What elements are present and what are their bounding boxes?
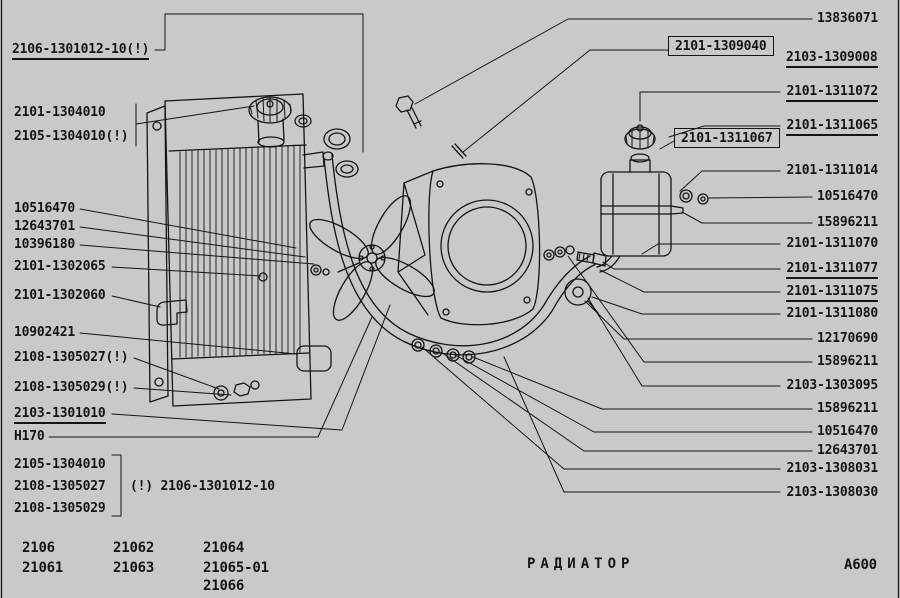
part-label: 12643701 xyxy=(14,219,76,234)
radiator-drawing xyxy=(146,93,359,407)
variant-part-label: 2108-1305029 xyxy=(14,501,106,516)
variant-part-label: 2108-1305027 xyxy=(14,479,106,494)
part-label: 10902421 xyxy=(14,325,76,340)
model-number: 21061 xyxy=(22,560,64,576)
stud-drawing xyxy=(451,143,467,159)
part-label: 2101-1311077 xyxy=(786,261,878,279)
page-caption: РАДИАТОР xyxy=(527,556,635,572)
part-label: 15896211 xyxy=(816,215,878,230)
model-number: 21062 xyxy=(113,540,155,556)
expansion-tank-cap-drawing xyxy=(624,124,656,150)
part-label: 10396180 xyxy=(14,237,76,252)
model-number: 21066 xyxy=(203,578,245,594)
part-label: 2101-1302060 xyxy=(14,288,106,303)
part-label: 2105-1304010(!) xyxy=(14,129,129,144)
part-label: 15896211 xyxy=(816,401,878,416)
model-number: 2106 xyxy=(22,540,55,556)
part-label: 2108-1305027(!) xyxy=(14,350,129,365)
part-label: 2101-1311065 xyxy=(786,118,878,136)
model-number: 21063 xyxy=(113,560,155,576)
part-label: 2103-1308030 xyxy=(786,485,878,500)
part-label: 2101-1311014 xyxy=(786,163,878,178)
part-label: 2106-1301012-10(!) xyxy=(12,42,149,60)
variant-part-label: 2105-1304010 xyxy=(14,457,106,472)
mounting-bracket-drawing xyxy=(156,299,188,326)
radiator-cap-drawing xyxy=(248,96,292,148)
part-label: 2108-1305029(!) xyxy=(14,380,129,395)
part-label: 2101-1311075 xyxy=(786,284,878,302)
part-label: 10516470 xyxy=(816,189,878,204)
model-number: 21064 xyxy=(203,540,245,556)
part-label-boxed: 2101-1311067 xyxy=(674,128,780,148)
hose-drawing xyxy=(322,151,597,364)
part-label: 2101-1304010 xyxy=(14,105,106,120)
hose-clamps-drawing xyxy=(411,338,476,364)
shroud-drawing xyxy=(397,143,541,326)
variant-note: (!) 2106-1301012-10 xyxy=(130,479,275,494)
part-label: 12643701 xyxy=(816,443,878,458)
leader-lines xyxy=(48,13,813,517)
part-label: 2103-1309008 xyxy=(786,50,878,68)
pad-drawing xyxy=(296,345,332,372)
part-label-boxed: 2101-1309040 xyxy=(668,36,774,56)
part-label: 2101-1311070 xyxy=(786,236,878,251)
part-label: 2103-1301010 xyxy=(14,406,106,424)
part-label: 10516470 xyxy=(816,424,878,439)
part-label: 2103-1303095 xyxy=(786,378,878,393)
part-label: 2103-1308031 xyxy=(786,461,878,476)
page-code: А600 xyxy=(844,557,877,573)
part-label: Н170 xyxy=(14,429,45,444)
part-label: 2101-1311080 xyxy=(786,306,878,321)
part-label: 2101-1311072 xyxy=(786,84,878,102)
bolt-drawing xyxy=(395,95,422,129)
expansion-tank-drawing xyxy=(596,124,709,273)
part-label: 2101-1302065 xyxy=(14,259,106,274)
model-number: 21065-01 xyxy=(203,560,269,576)
part-label: 10516470 xyxy=(14,201,76,216)
part-label: 12170690 xyxy=(816,331,878,346)
part-label: 15896211 xyxy=(816,354,878,369)
fittings-drawing xyxy=(543,245,607,314)
part-label: 13836071 xyxy=(816,11,878,26)
drain-plug-drawing xyxy=(213,380,260,401)
